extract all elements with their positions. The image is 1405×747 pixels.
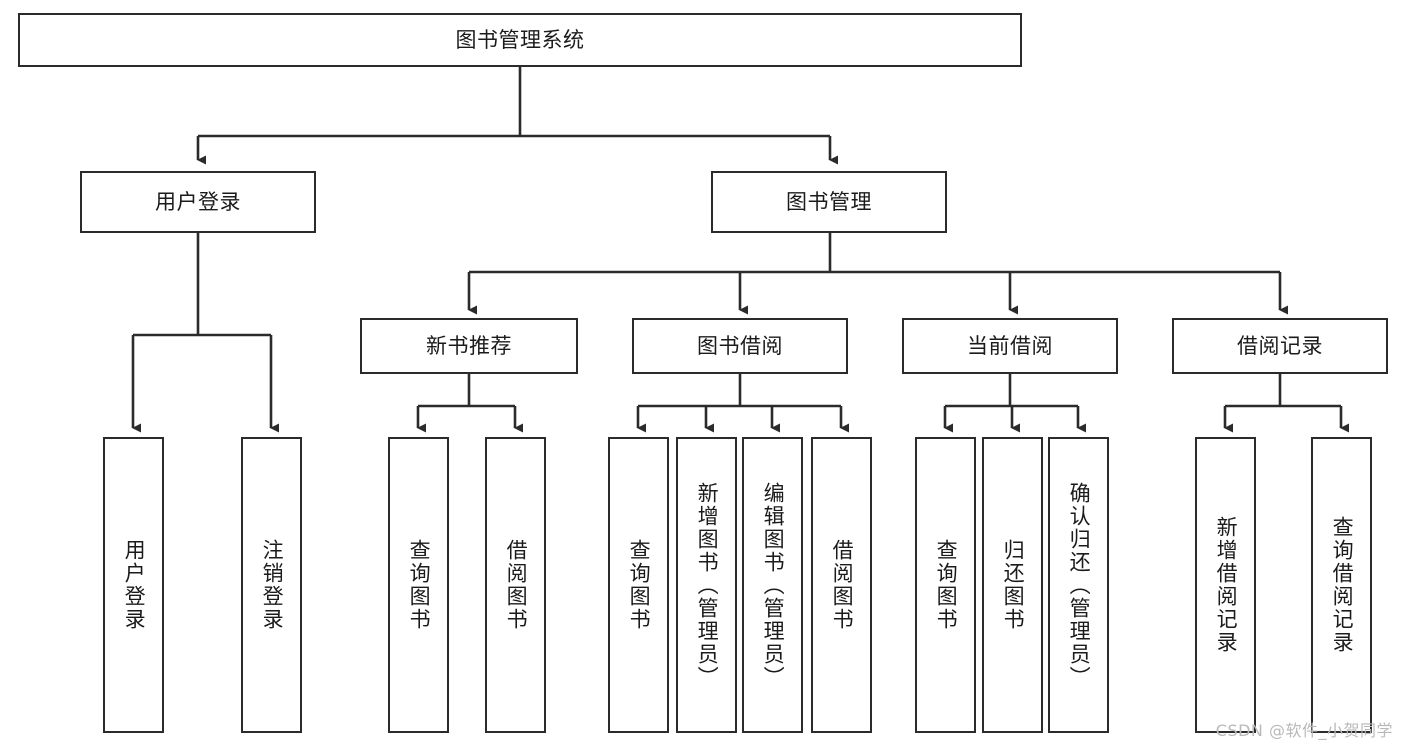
leaf-new-book-query-books[interactable]: 查询图书: [388, 437, 449, 733]
node-label: 查询图书: [627, 539, 652, 631]
leaf-borrow-add-book-admin[interactable]: 新增图书（管理员）: [676, 437, 737, 733]
node-label: 当前借阅: [967, 333, 1053, 358]
node-label: 查询借阅记录: [1330, 516, 1355, 654]
leaf-borrow-query-books[interactable]: 查询图书: [608, 437, 669, 733]
node-label: 新增借阅记录: [1214, 516, 1239, 654]
node-borrowing-records[interactable]: 借阅记录: [1172, 318, 1388, 374]
node-label: 注销登录: [260, 539, 285, 631]
node-book-management[interactable]: 图书管理: [711, 171, 947, 233]
node-new-book-recommendation[interactable]: 新书推荐: [360, 318, 578, 374]
node-label: 查询图书: [934, 539, 959, 631]
leaf-user-login-logout[interactable]: 注销登录: [241, 437, 302, 733]
node-label: 借阅图书: [830, 539, 855, 631]
node-current-borrowing[interactable]: 当前借阅: [902, 318, 1118, 374]
leaf-record-query-record[interactable]: 查询借阅记录: [1311, 437, 1372, 733]
leaf-user-login-login[interactable]: 用户登录: [103, 437, 164, 733]
leaf-current-query-books[interactable]: 查询图书: [915, 437, 976, 733]
leaf-current-return-books[interactable]: 归还图书: [982, 437, 1043, 733]
node-root-book-management-system[interactable]: 图书管理系统: [18, 13, 1022, 67]
node-label: 借阅图书: [504, 539, 529, 631]
node-label: 查询图书: [407, 539, 432, 631]
node-label: 用户登录: [122, 539, 147, 631]
watermark: CSDN @软件_小贺同学: [1215, 721, 1393, 740]
leaf-new-book-borrow-books[interactable]: 借阅图书: [485, 437, 546, 733]
node-user-login[interactable]: 用户登录: [80, 171, 316, 233]
leaf-borrow-edit-book-admin[interactable]: 编辑图书（管理员）: [742, 437, 803, 733]
node-label: 借阅记录: [1237, 333, 1323, 358]
leaf-borrow-borrow-books[interactable]: 借阅图书: [811, 437, 872, 733]
leaf-record-add-record[interactable]: 新增借阅记录: [1195, 437, 1256, 733]
node-book-borrowing[interactable]: 图书借阅: [632, 318, 848, 374]
node-label: 编辑图书（管理员）: [761, 481, 786, 689]
leaf-current-confirm-return-admin[interactable]: 确认归还（管理员）: [1048, 437, 1109, 733]
node-label: 图书管理: [786, 189, 872, 214]
node-label: 用户登录: [155, 189, 241, 214]
node-label: 新书推荐: [426, 333, 512, 358]
node-label: 归还图书: [1001, 539, 1026, 631]
node-label: 图书借阅: [697, 333, 783, 358]
node-label: 图书管理系统: [455, 27, 585, 52]
node-label: 确认归还（管理员）: [1067, 481, 1092, 689]
node-label: 新增图书（管理员）: [695, 481, 720, 689]
